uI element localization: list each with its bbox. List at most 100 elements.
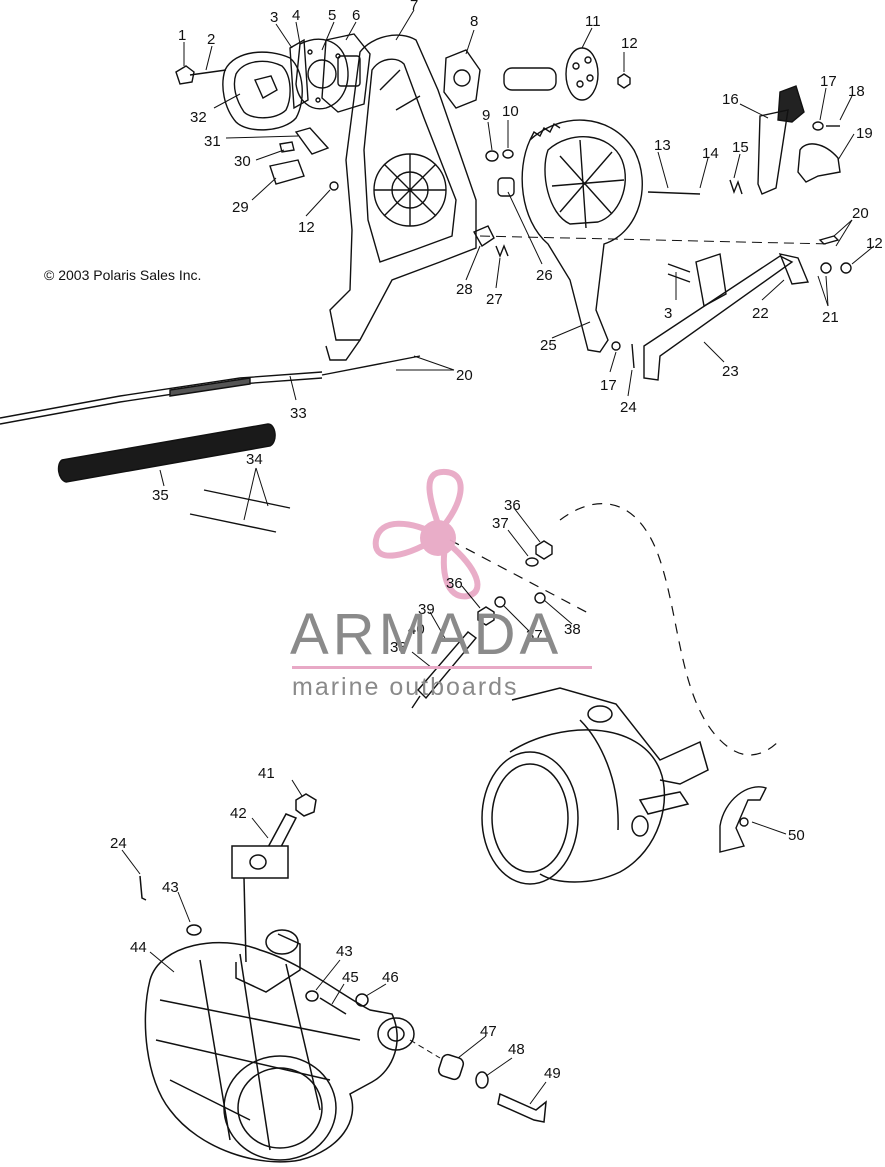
- callout-labels: 1 2 3 4 5 6 7 8 9 10 11 12 12 12 13 14 1…: [110, 0, 883, 1082]
- part-13-bolt: [648, 192, 700, 194]
- callout-32: 32: [190, 109, 207, 126]
- callout-11: 11: [585, 13, 601, 30]
- callout-37: 37: [492, 515, 509, 532]
- part-6-housing: [322, 34, 370, 112]
- callout-20: 20: [456, 367, 473, 384]
- part-36-nut-a: [536, 541, 552, 559]
- callout-8: 8: [470, 13, 478, 30]
- part-49-bolt: [498, 1094, 546, 1122]
- part-50-clip: [720, 787, 766, 852]
- steering-nozzle-assembly: [140, 794, 546, 1162]
- callout-46: 46: [382, 969, 399, 986]
- part-26-bushing: [498, 178, 514, 196]
- part-30-clip: [280, 142, 294, 152]
- propeller-logo: [376, 472, 478, 596]
- callout-50: 50: [788, 827, 805, 844]
- callout-19: 19: [856, 125, 873, 142]
- callout-43: 43: [162, 879, 179, 896]
- callout-38: 38: [564, 621, 581, 638]
- callout-48: 48: [508, 1041, 525, 1058]
- callout-25: 25: [540, 337, 557, 354]
- callout-15: 15: [732, 139, 749, 156]
- part-10-washer: [503, 150, 513, 158]
- part-20-pin-a: [820, 236, 838, 244]
- part-17-washer-b: [612, 342, 620, 350]
- callout-37: 37: [526, 627, 543, 644]
- callout-28: 28: [456, 281, 473, 298]
- part-34-rod-b: [190, 514, 276, 532]
- part-43-washer-b: [306, 991, 318, 1001]
- part-19-bracket: [798, 144, 840, 182]
- callout-24: 24: [620, 399, 637, 416]
- callout-44: 44: [130, 939, 147, 956]
- callout-35: 35: [152, 487, 169, 504]
- part-38-washer: [535, 593, 545, 603]
- part-22-clip: [780, 254, 808, 284]
- part-23-link-rod: [644, 256, 792, 380]
- callout-41: 41: [258, 765, 275, 782]
- callout-33: 33: [390, 639, 407, 656]
- callout-12: 12: [866, 235, 883, 252]
- callout-23: 23: [722, 363, 739, 380]
- part-2-bolt: [190, 70, 226, 75]
- nozzle-body: [510, 730, 664, 882]
- callout-3: 3: [270, 9, 278, 26]
- copyright-notice: © 2003 Polaris Sales Inc.: [44, 267, 202, 283]
- part-33-cable-end: [412, 632, 476, 708]
- part-12-nut-c: [330, 182, 338, 190]
- part-31-bracket: [296, 128, 328, 154]
- part-7-main-bracket: [326, 35, 476, 360]
- callout-14: 14: [702, 145, 719, 162]
- part-24-cotter-b: [140, 876, 146, 900]
- part-29-block: [270, 160, 304, 184]
- callout-21: 21: [822, 309, 839, 326]
- part-12-nut-b: [841, 263, 851, 273]
- callout-5: 5: [328, 7, 336, 24]
- part-37-washer-b: [495, 597, 505, 607]
- part-16-lever: [758, 86, 804, 194]
- part-1-cap: [176, 66, 194, 84]
- callout-16: 16: [722, 91, 739, 108]
- callout-36: 36: [504, 497, 521, 514]
- part-43-washer-a: [187, 925, 201, 935]
- callout-49: 49: [544, 1065, 561, 1082]
- upper-assembly: [0, 34, 851, 532]
- callout-30: 30: [234, 153, 251, 170]
- callout-12: 12: [621, 35, 638, 52]
- part-11-gear-shaft: [504, 48, 598, 100]
- callout-43: 43: [336, 943, 353, 960]
- callout-26: 26: [536, 267, 553, 284]
- part-48-washer: [476, 1072, 488, 1088]
- middle-hardware: [412, 504, 780, 755]
- callout-9: 9: [482, 107, 490, 124]
- part-33-cable-upper: [0, 356, 420, 424]
- part-17-washer-a: [813, 122, 823, 130]
- part-47-bushing: [437, 1053, 465, 1081]
- callout-40: 40: [408, 621, 425, 638]
- callout-24: 24: [110, 835, 127, 852]
- callout-22: 22: [752, 305, 769, 322]
- callout-6: 6: [352, 7, 360, 24]
- part-35-boot: [59, 424, 276, 482]
- callout-13: 13: [654, 137, 671, 154]
- callout-29: 29: [232, 199, 249, 216]
- part-3-bolt: [668, 264, 690, 272]
- part-21-washer: [821, 263, 831, 273]
- part-41-cap: [296, 794, 316, 816]
- watermark-rule: [292, 666, 592, 669]
- part-8-plate: [444, 50, 480, 108]
- part-28-knob: [474, 226, 494, 246]
- callout-10: 10: [502, 103, 519, 120]
- part-24-cotter-a: [632, 344, 634, 368]
- part-34-rod-a: [204, 490, 290, 508]
- callout-2: 2: [207, 31, 215, 48]
- nozzle-assembly: [482, 688, 708, 884]
- part-25-sector-arm: [522, 120, 642, 352]
- callout-36: 36: [446, 575, 463, 592]
- callout-1: 1: [178, 27, 186, 44]
- callout-39: 39: [418, 601, 435, 618]
- part-15-spring: [730, 180, 742, 194]
- part-44-nozzle: [145, 930, 414, 1162]
- part-42-rod-end: [232, 814, 296, 878]
